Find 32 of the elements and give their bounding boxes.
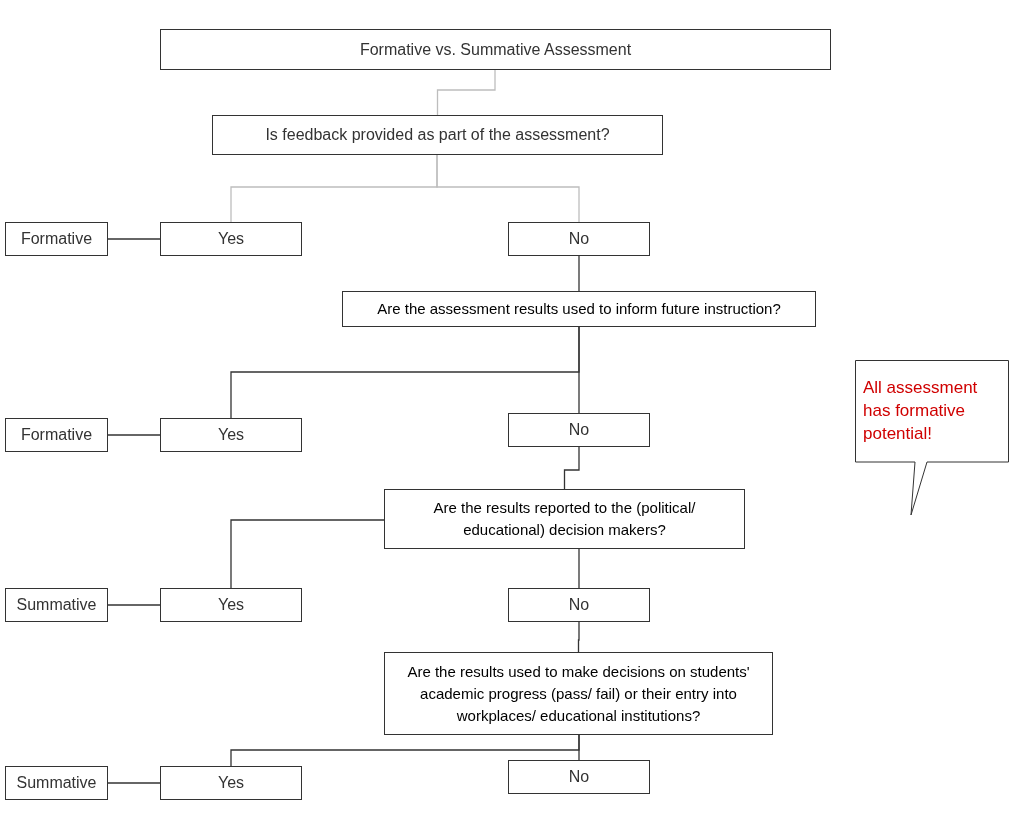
question-box: Are the results reported to the (political/ educational) decision makers? [384, 489, 745, 549]
question-box: Are the assessment results used to inform future instruction? [342, 291, 816, 327]
connector-line [578, 734, 580, 761]
connector-line [436, 154, 580, 223]
process-box: Is feedback provided as part of the assessment? [212, 115, 663, 155]
process-box: No [508, 760, 650, 794]
process-box: Formative [5, 418, 108, 452]
connector-line [578, 548, 580, 589]
connector-line [436, 69, 496, 116]
process-box: No [508, 413, 650, 447]
process-box: Formative [5, 222, 108, 256]
process-box: Yes [160, 766, 302, 800]
question-box: Are the results used to make decisions on students' academic progress (pass/ fail) or their entry into workplaces/ educational institutions? [384, 652, 773, 735]
process-box: No [508, 588, 650, 622]
process-box: Yes [160, 588, 302, 622]
callout-text: All assessment has formative potential! [863, 378, 978, 443]
connector-line [577, 621, 580, 653]
connector-line [107, 782, 161, 784]
speech-bubble [855, 360, 1010, 518]
connector-line [230, 519, 385, 589]
process-box: Summative [5, 766, 108, 800]
process-box: Yes [160, 222, 302, 256]
connector-line [578, 326, 580, 414]
process-box: Formative vs. Summative Assessment [160, 29, 831, 70]
process-box: Summative [5, 588, 108, 622]
connector-line [107, 604, 161, 606]
process-box: Yes [160, 418, 302, 452]
connector-line [578, 255, 580, 292]
process-box: No [508, 222, 650, 256]
connector-line [107, 238, 161, 240]
connector-line [107, 434, 161, 436]
connector-line [563, 446, 580, 490]
